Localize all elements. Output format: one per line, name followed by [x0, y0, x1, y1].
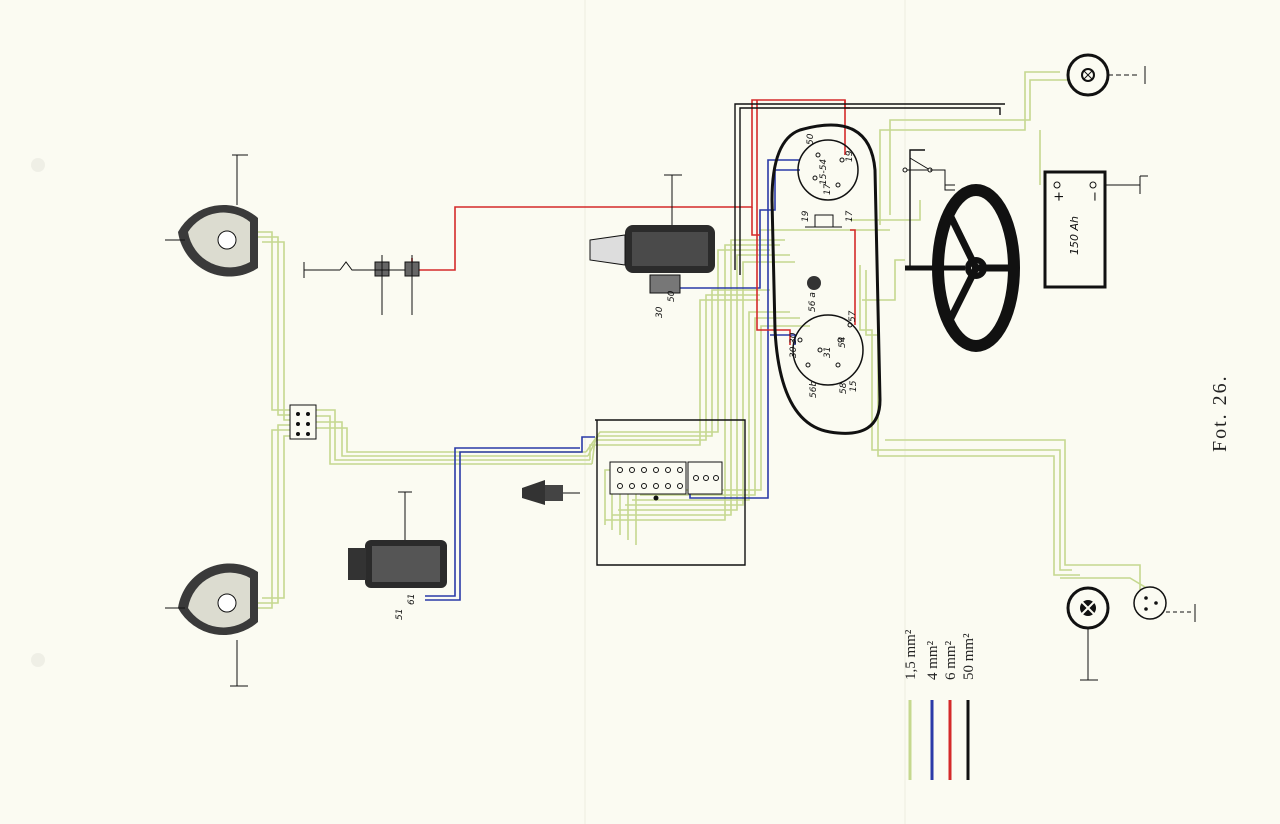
starter-terminal-50: 50	[667, 290, 677, 302]
battery-capacity: 150 Ah	[1068, 216, 1081, 255]
gen-terminal-51: 51	[395, 609, 405, 620]
socket-lamp	[1133, 586, 1196, 622]
headlamp-bottom	[165, 563, 258, 687]
legend-label-1-5mm: 1,5 mm²	[903, 629, 919, 680]
steering-wheel	[905, 184, 1020, 352]
glow-terminal-19: 19	[801, 210, 811, 222]
lamp-terminal-56a: 56 a	[808, 292, 818, 312]
glow-plugs	[303, 255, 420, 315]
dashboard-panel: 50 19 15-54 17 19 17 56 a 30 30 57 31 54…	[770, 123, 882, 435]
starter-motor: 30 50	[589, 174, 715, 318]
ign-terminal-19: 19	[845, 150, 855, 162]
ign-terminal-50: 50	[806, 133, 816, 145]
sw-terminal-58: 58	[839, 382, 849, 394]
horn-switch	[902, 157, 955, 191]
generator: 51 61	[348, 491, 447, 620]
fuse-box	[609, 461, 723, 501]
rear-lamp-bottom	[1066, 586, 1110, 681]
light-switch	[792, 314, 864, 386]
headlamp-top	[165, 154, 258, 277]
sw-terminal-15: 15	[849, 380, 859, 392]
legend-label-4mm: 4 mm²	[925, 640, 941, 680]
wires-1-5mm	[255, 71, 1151, 609]
sw-terminal-54: 54	[838, 336, 848, 348]
figure-caption: Fot. 26.	[1209, 374, 1231, 452]
glow-terminal-17: 17	[845, 210, 855, 222]
battery-minus: −	[1088, 191, 1103, 202]
ignition-switch	[797, 139, 859, 201]
junction-block	[289, 404, 317, 440]
battery-plus: +	[1052, 191, 1067, 202]
sw-terminal-56b: 56b	[809, 381, 819, 398]
punch-hole-top	[31, 158, 45, 172]
wires-50mm	[595, 103, 1005, 566]
ign-terminal-17: 17	[823, 183, 833, 195]
rear-lamp-top	[1066, 53, 1146, 97]
gen-terminal-61: 61	[407, 594, 417, 605]
starter-terminal-30: 30	[655, 306, 665, 318]
ign-terminal-15-54: 15-54	[819, 159, 829, 185]
wire-legend: 1,5 mm² 4 mm² 6 mm² 50 mm²	[903, 629, 977, 780]
sw-terminal-30-a: 30	[789, 332, 799, 344]
sw-terminal-30-b: 30	[789, 346, 799, 358]
legend-label-6mm: 6 mm²	[943, 640, 959, 680]
sw-terminal-31: 31	[823, 347, 833, 358]
battery: + − 150 Ah	[1043, 170, 1148, 289]
sw-terminal-57: 57	[848, 310, 858, 322]
legend-label-50mm: 50 mm²	[961, 633, 977, 680]
horn	[522, 480, 580, 505]
punch-hole-bottom	[31, 653, 45, 667]
